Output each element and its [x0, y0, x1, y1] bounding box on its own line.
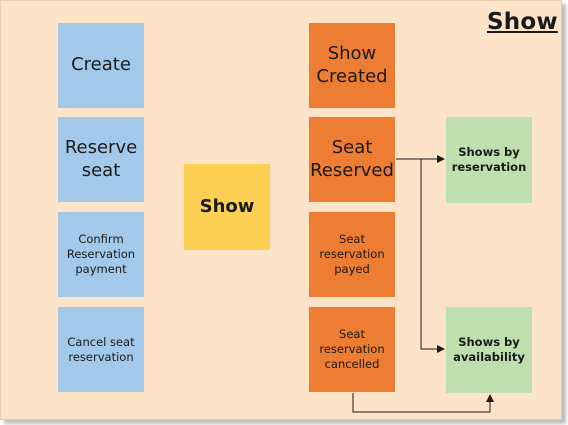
board-title: Show	[487, 9, 558, 35]
command-create: Create	[58, 23, 144, 108]
command-cancel-seat-reservation: Cancel seat reservation	[58, 307, 144, 392]
event-storming-board: Show Create Reserve seat Confirm Reserva…	[0, 0, 562, 420]
aggregate-show: Show	[184, 164, 270, 250]
read-model-shows-by-availability: Shows by availability	[446, 307, 532, 393]
command-reserve-seat: Reserve seat	[58, 117, 144, 202]
command-confirm-reservation-payment: Confirm Reservation payment	[58, 212, 144, 297]
event-show-created: Show Created	[309, 23, 395, 108]
event-seat-reservation-payed: Seat reservation payed	[309, 212, 395, 297]
arrow-seat-reserved-to-by-availability	[420, 159, 445, 353]
event-seat-reservation-cancelled: Seat reservation cancelled	[309, 307, 395, 392]
arrow-cancelled-to-by-availability	[352, 393, 494, 413]
read-model-shows-by-reservation: Shows by reservation	[446, 117, 532, 203]
event-seat-reserved: Seat Reserved	[309, 117, 395, 202]
